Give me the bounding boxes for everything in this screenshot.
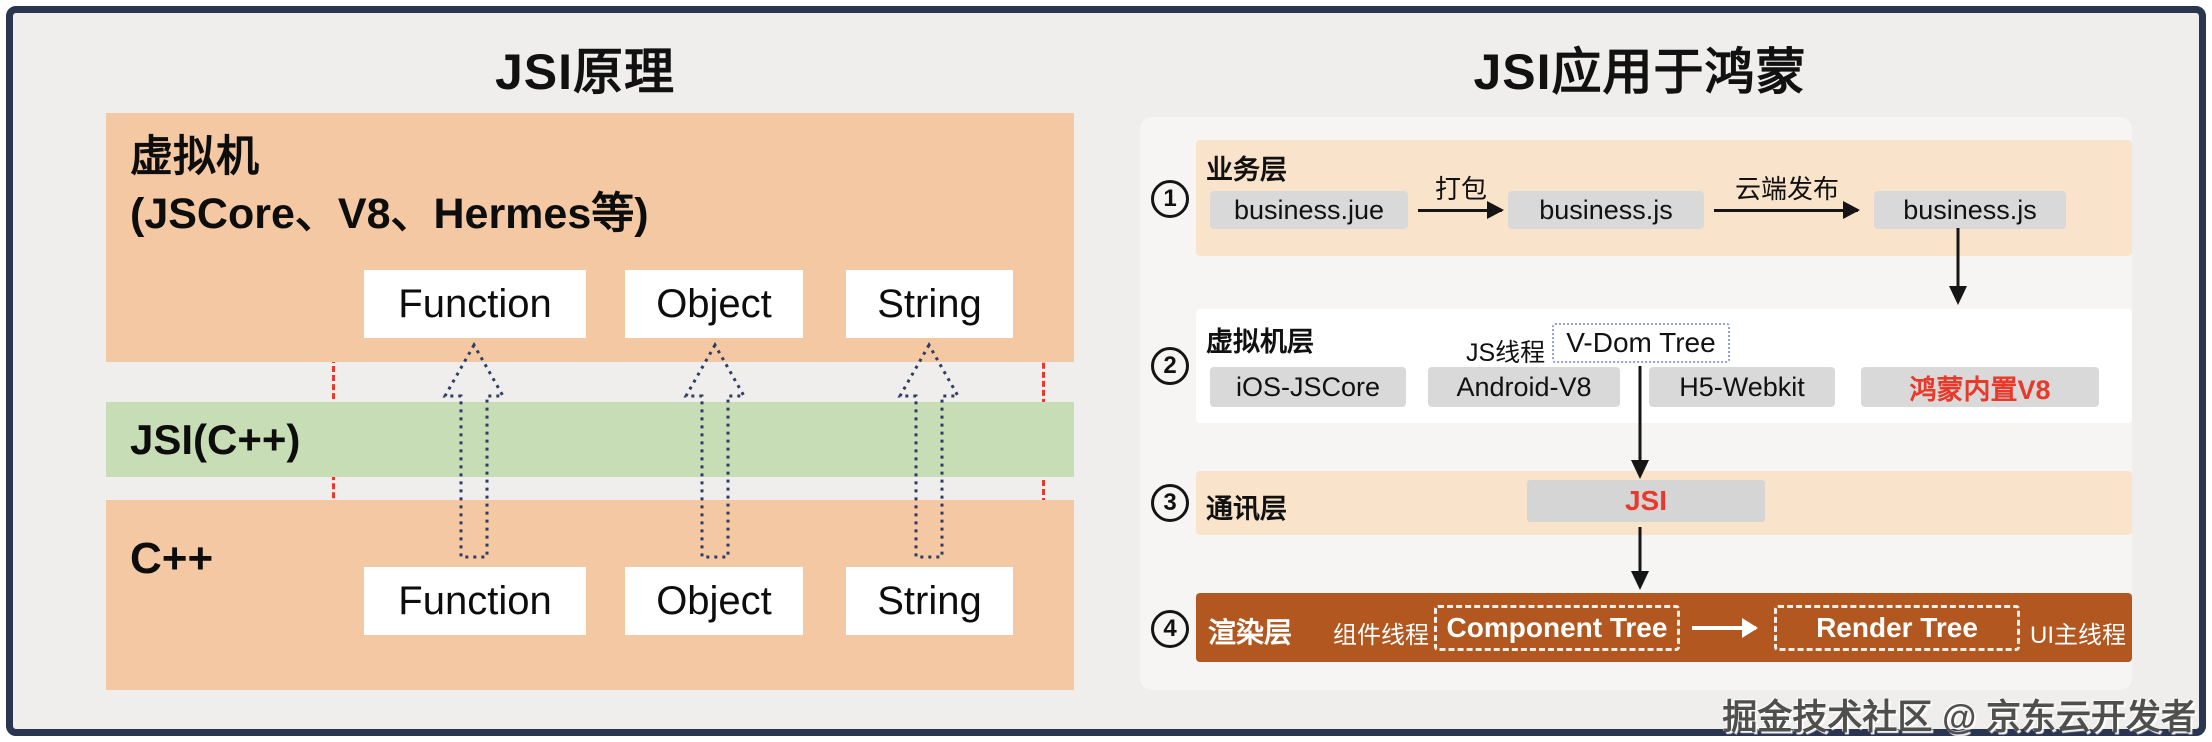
jsi-cpp-band: JSI(C++) — [106, 402, 1074, 477]
cpp-label: C++ — [130, 534, 214, 583]
top-string-box: String — [846, 270, 1013, 338]
right-arrow-icon — [1418, 201, 1504, 219]
business-layer-label: 业务层 — [1206, 155, 1287, 185]
business-jue-box: business.jue — [1210, 191, 1408, 229]
render-layer-label: 渲染层 — [1208, 617, 1293, 648]
vm-block-line1: 虚拟机 — [130, 133, 259, 181]
down-arrow-icon — [1631, 527, 1649, 590]
vm-block-line2: (JSCore、V8、Hermes等) — [130, 190, 649, 238]
top-object-box: Object — [625, 270, 803, 338]
android-v8-box: Android-V8 — [1428, 367, 1620, 407]
js-thread-label: JS线程 — [1466, 339, 1546, 367]
top-function-box: Function — [364, 270, 586, 338]
down-arrow-icon — [1949, 228, 1967, 305]
layer4-number-badge: 4 — [1151, 610, 1189, 648]
pack-arrow-label: 打包 — [1434, 174, 1487, 204]
cloud-publish-arrow-label: 云端发布 — [1734, 174, 1839, 204]
vdom-tree-box: V-Dom Tree — [1552, 323, 1730, 363]
layer1-number-badge: 1 — [1151, 180, 1189, 218]
left-panel-title: JSI原理 — [494, 44, 676, 100]
ui-main-thread-label: UI主线程 — [2030, 622, 2126, 649]
h5-webkit-box: H5-Webkit — [1649, 367, 1835, 407]
right-arrow-icon — [1714, 201, 1860, 219]
harmony-v8-box: 鸿蒙内置V8 — [1861, 367, 2099, 407]
component-tree-box: Component Tree — [1434, 605, 1680, 651]
up-arrow-icon — [442, 342, 506, 559]
vm-layer-label: 虚拟机层 — [1206, 327, 1314, 357]
watermark: 掘金技术社区 @ 京东云开发者 — [1722, 698, 2196, 737]
bottom-string-box: String — [846, 567, 1013, 635]
up-arrow-icon — [683, 342, 747, 559]
business-js-box-2: business.js — [1874, 191, 2066, 229]
bottom-object-box: Object — [625, 567, 803, 635]
ios-jscore-box: iOS-JSCore — [1210, 367, 1406, 407]
jsi-box: JSI — [1527, 480, 1765, 522]
component-thread-label: 组件线程 — [1333, 622, 1429, 649]
jsi-cpp-label: JSI(C++) — [130, 415, 301, 463]
up-arrow-icon — [897, 342, 961, 559]
right-arrow-icon — [1692, 618, 1758, 638]
layer2-number-badge: 2 — [1151, 347, 1189, 385]
comm-layer-label: 通讯层 — [1206, 494, 1287, 524]
right-card: 1 业务层 business.jue 打包 business.js 云端发布 b… — [1140, 117, 2132, 690]
bottom-function-box: Function — [364, 567, 586, 635]
render-tree-box: Render Tree — [1774, 605, 2020, 651]
layer3-number-badge: 3 — [1151, 484, 1189, 522]
down-arrow-icon — [1631, 366, 1649, 479]
right-panel-title: JSI应用于鸿蒙 — [1473, 44, 1807, 100]
business-js-box-1: business.js — [1508, 191, 1704, 229]
vm-block: 虚拟机 (JSCore、V8、Hermes等) — [106, 113, 1074, 362]
